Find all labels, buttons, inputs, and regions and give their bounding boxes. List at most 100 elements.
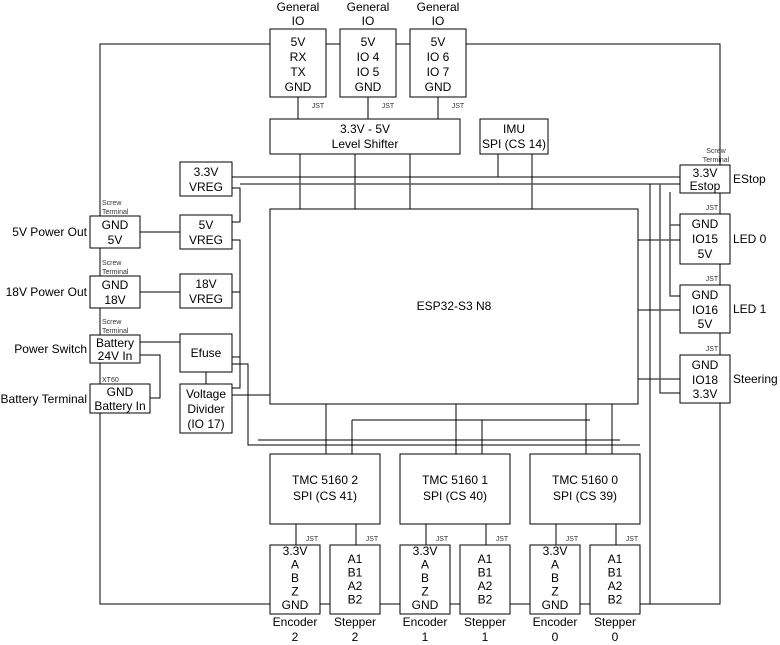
svg-text:IO: IO — [432, 14, 445, 28]
esp32-module: ESP32-S3 N8 — [269, 208, 639, 405]
svg-text:18V: 18V — [195, 277, 216, 291]
svg-text:B2: B2 — [478, 593, 493, 607]
svg-text:GND: GND — [692, 288, 719, 302]
svg-text:Screw: Screw — [102, 260, 122, 267]
svg-text:IO 5: IO 5 — [357, 65, 380, 79]
general-io-0: General IO 5V RX TX GND JST — [269, 0, 327, 110]
svg-text:SPI (CS 39): SPI (CS 39) — [553, 489, 617, 503]
vreg-18v: 18V VREG — [179, 273, 233, 309]
svg-text:Screw: Screw — [102, 200, 122, 207]
svg-text:TMC 5160 0: TMC 5160 0 — [552, 473, 618, 487]
svg-text:5V Power Out: 5V Power Out — [12, 225, 87, 239]
svg-text:IO18: IO18 — [692, 373, 718, 387]
svg-text:GND: GND — [425, 80, 452, 94]
svg-text:B: B — [551, 571, 559, 585]
svg-text:JST: JST — [496, 536, 509, 543]
svg-text:VREG: VREG — [189, 233, 223, 247]
svg-text:ESP32-S3 N8: ESP32-S3 N8 — [417, 299, 492, 313]
svg-text:18V: 18V — [104, 293, 125, 307]
connector-led-0: JST GND IO15 5V LED 0 — [679, 205, 767, 265]
svg-text:Encoder: Encoder — [403, 615, 448, 629]
level-shifter: 3.3V - 5V Level Shifter — [269, 118, 461, 155]
svg-text:IO15: IO15 — [692, 232, 718, 246]
svg-text:A1: A1 — [348, 552, 363, 566]
svg-text:JST: JST — [306, 536, 319, 543]
connector-5v-power-out: Screw Terminal GND 5V 5V Power Out — [12, 200, 141, 249]
svg-text:3.3V - 5V: 3.3V - 5V — [340, 122, 390, 136]
svg-text:A2: A2 — [478, 579, 493, 593]
svg-text:GND: GND — [355, 80, 382, 94]
svg-text:Battery: Battery — [96, 336, 134, 350]
svg-text:General: General — [417, 0, 460, 14]
svg-text:Terminal: Terminal — [102, 209, 129, 216]
svg-text:5V: 5V — [291, 35, 306, 49]
svg-text:Terminal: Terminal — [102, 328, 129, 335]
svg-text:JST: JST — [312, 103, 325, 110]
svg-text:1: 1 — [422, 630, 429, 644]
efuse: Efuse — [179, 333, 233, 373]
svg-text:TX: TX — [290, 65, 305, 79]
svg-text:Battery Terminal: Battery Terminal — [1, 392, 87, 406]
svg-text:A: A — [291, 558, 299, 572]
svg-text:SPI (CS 40): SPI (CS 40) — [423, 489, 487, 503]
svg-text:1: 1 — [482, 630, 489, 644]
wires — [140, 97, 680, 604]
svg-text:IO: IO — [362, 14, 375, 28]
svg-text:Z: Z — [551, 585, 558, 599]
svg-text:3.3V: 3.3V — [693, 166, 718, 180]
svg-text:VREG: VREG — [189, 180, 223, 194]
svg-text:SPI (CS 14): SPI (CS 14) — [482, 137, 546, 151]
svg-text:24V In: 24V In — [98, 349, 133, 363]
svg-text:JST: JST — [436, 536, 449, 543]
vreg-3v3: 3.3V VREG — [179, 161, 233, 197]
svg-text:XT60: XT60 — [102, 377, 119, 384]
svg-text:B1: B1 — [608, 566, 623, 580]
vreg-5v: 5V VREG — [179, 214, 233, 250]
svg-text:5V: 5V — [108, 233, 123, 247]
svg-text:Level Shifter: Level Shifter — [332, 137, 399, 151]
svg-text:GND: GND — [412, 598, 439, 612]
svg-text:GND: GND — [542, 598, 569, 612]
svg-text:IO 6: IO 6 — [427, 50, 450, 64]
svg-text:TMC 5160 2: TMC 5160 2 — [292, 473, 358, 487]
svg-text:Steering: Steering — [733, 372, 778, 386]
svg-text:IO 4: IO 4 — [357, 50, 380, 64]
svg-text:VREG: VREG — [189, 292, 223, 306]
svg-text:Screw: Screw — [706, 148, 726, 155]
svg-text:2: 2 — [292, 630, 299, 644]
general-io-title: General — [277, 0, 320, 14]
svg-text:GND: GND — [102, 278, 129, 292]
svg-text:A: A — [551, 558, 559, 572]
svg-text:LED 1: LED 1 — [733, 302, 767, 316]
tmc-driver-0: TMC 5160 0 SPI (CS 39) — [529, 453, 641, 525]
svg-text:B: B — [421, 571, 429, 585]
svg-text:GND: GND — [102, 218, 129, 232]
svg-text:RX: RX — [290, 50, 307, 64]
svg-text:LED 0: LED 0 — [733, 232, 767, 246]
svg-text:TMC 5160 1: TMC 5160 1 — [422, 473, 488, 487]
svg-text:Battery In: Battery In — [94, 399, 145, 413]
svg-text:Stepper: Stepper — [334, 615, 376, 629]
svg-text:GND: GND — [692, 217, 719, 231]
svg-text:5V: 5V — [361, 35, 376, 49]
svg-text:5V: 5V — [431, 35, 446, 49]
svg-text:3.3V: 3.3V — [413, 544, 438, 558]
svg-text:Terminal: Terminal — [703, 157, 730, 164]
svg-text:B1: B1 — [478, 566, 493, 580]
tmc-driver-1: TMC 5160 1 SPI (CS 40) — [399, 453, 511, 525]
svg-text:GND: GND — [692, 358, 719, 372]
svg-text:Estop: Estop — [690, 179, 721, 193]
svg-text:0: 0 — [552, 630, 559, 644]
svg-text:Z: Z — [421, 585, 428, 599]
svg-text:GND: GND — [107, 385, 134, 399]
svg-text:18V Power Out: 18V Power Out — [6, 285, 88, 299]
svg-text:0: 0 — [612, 630, 619, 644]
svg-text:JST: JST — [706, 276, 719, 283]
svg-text:General: General — [347, 0, 390, 14]
